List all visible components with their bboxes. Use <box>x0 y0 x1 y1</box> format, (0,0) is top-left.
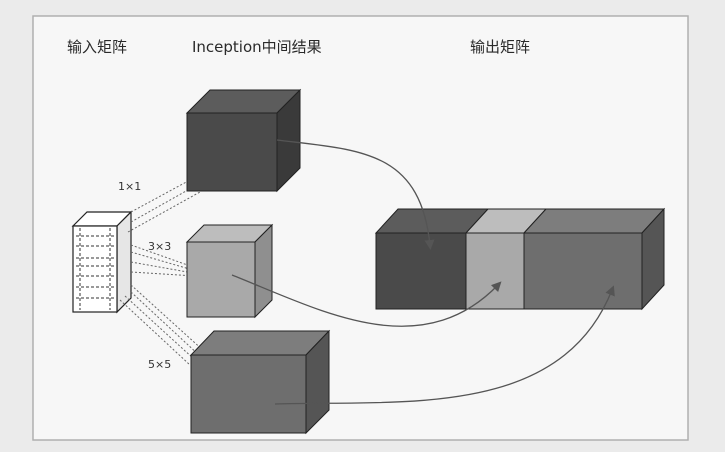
output-segment-1x1 <box>375 232 467 310</box>
input-matrix-block <box>71 210 133 314</box>
output-segment-5x5 <box>523 232 643 310</box>
conv-1x1-label: 1×1 <box>118 180 141 193</box>
intermediate-cube-1x1 <box>185 88 302 193</box>
arrow-3x3-to-output <box>231 274 502 327</box>
conv-5x5-label: 5×5 <box>148 358 171 371</box>
projection-lines <box>119 179 211 366</box>
input-matrix-title: 输入矩阵 <box>67 38 127 56</box>
arrow-1x1-to-output <box>276 139 435 250</box>
output-segment-3x3 <box>465 232 525 310</box>
connection-arrows <box>231 139 615 405</box>
inception-intermediate-title: Inception中间结果 <box>192 38 322 56</box>
arrow-5x5-to-output <box>274 285 615 405</box>
output-matrix-block <box>374 207 666 311</box>
intermediate-cube-5x5 <box>189 329 331 435</box>
output-matrix-title: 输出矩阵 <box>470 38 530 56</box>
intermediate-cube-3x3 <box>185 223 274 319</box>
conv-3x3-label: 3×3 <box>148 240 171 253</box>
